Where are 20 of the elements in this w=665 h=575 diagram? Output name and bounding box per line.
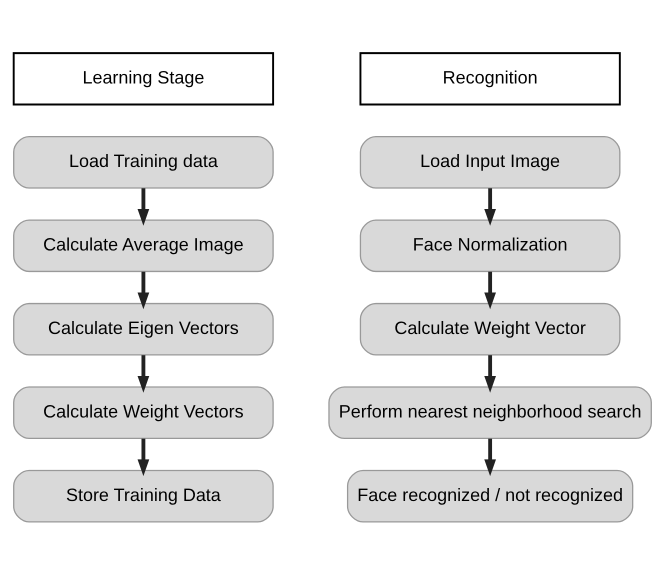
node-box: Face Normalization <box>360 219 620 272</box>
arrow <box>484 355 496 393</box>
node-box: Load Input Image <box>360 136 620 189</box>
arrow <box>484 438 496 476</box>
arrow <box>484 272 496 310</box>
node-box: Load Training data <box>13 136 274 189</box>
arrow <box>484 188 496 226</box>
node-box: Face recognized / not recognized <box>346 470 634 522</box>
node-box: Calculate Eigen Vectors <box>13 302 274 356</box>
node-box: Recognition <box>359 52 621 106</box>
arrow <box>138 438 150 476</box>
arrow <box>138 188 150 226</box>
arrow <box>138 272 150 310</box>
node-box: Calculate Weight Vector <box>360 302 620 356</box>
node-box: Calculate Weight Vectors <box>13 386 274 440</box>
node-box: Store Training Data <box>13 470 274 522</box>
node-box: Perform nearest neighborhood search <box>328 386 652 440</box>
node-box: Learning Stage <box>12 52 274 106</box>
node-box: Calculate Average Image <box>13 219 274 272</box>
arrow <box>138 355 150 393</box>
